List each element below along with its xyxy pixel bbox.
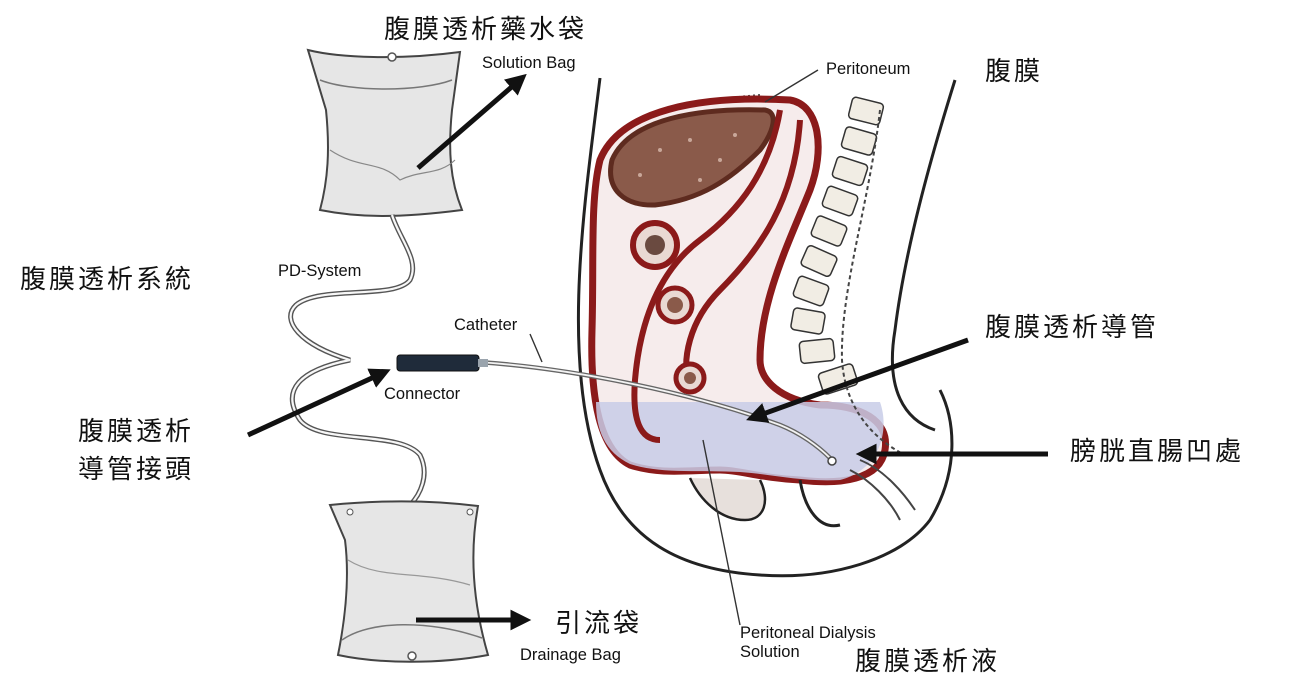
pd-system-zh-label: 腹膜透析系統 bbox=[20, 265, 194, 295]
connector bbox=[397, 355, 479, 371]
peritoneum-en-label: Peritoneum bbox=[826, 60, 910, 78]
solution-bag-en-label: Solution Bag bbox=[482, 54, 576, 72]
pd-system-en-label: PD-System bbox=[278, 262, 361, 280]
solution-bag bbox=[308, 50, 462, 216]
catheter-zh-label: 腹膜透析導管 bbox=[985, 313, 1159, 343]
solution-bag-zh-label: 腹膜透析藥水袋 bbox=[384, 15, 587, 45]
catheter-tip bbox=[828, 457, 836, 465]
body-cross-section bbox=[578, 78, 955, 576]
bladder bbox=[690, 478, 765, 520]
connector-en-label: Connector bbox=[384, 385, 461, 403]
catheter-leader bbox=[530, 334, 542, 362]
connector-zh-label-line2: 導管接頭 bbox=[78, 455, 194, 485]
connector-arrow bbox=[248, 372, 385, 435]
catheter-en-label: Catheter bbox=[454, 316, 518, 334]
pd-solution-en-label-line1: Peritoneal Dialysis bbox=[740, 624, 876, 642]
peritoneum-zh-label: 腹膜 bbox=[985, 57, 1043, 87]
drainage-bag bbox=[330, 501, 488, 661]
drainage-bag-en-label: Drainage Bag bbox=[520, 646, 621, 664]
rectum bbox=[800, 480, 840, 526]
pd-solution-zh-label: 腹膜透析液 bbox=[855, 647, 1000, 677]
pd-solution-en-label-line2: Solution bbox=[740, 643, 800, 661]
drainage-bag-zh-label: 引流袋 bbox=[555, 609, 642, 639]
pouch-zh-label: 膀胱直腸凹處 bbox=[1070, 437, 1244, 467]
connector-zh-label-line1: 腹膜透析 bbox=[78, 417, 194, 447]
back-outline bbox=[892, 80, 955, 430]
